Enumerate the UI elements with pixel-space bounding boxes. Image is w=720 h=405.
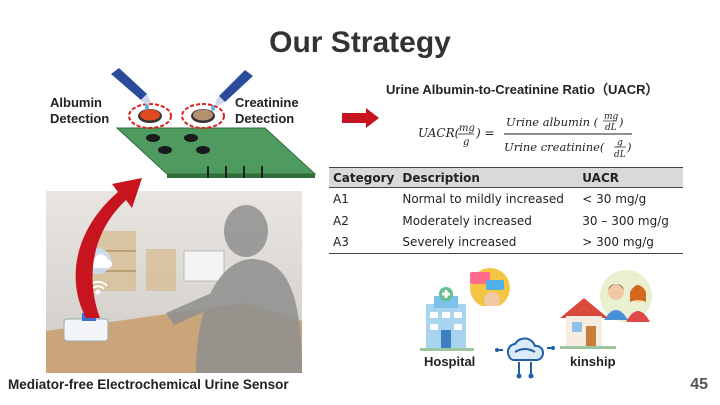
table-row: A3 Severely increased > 300 mg/g	[329, 231, 683, 254]
table-cell-uacr: > 300 mg/g	[578, 231, 683, 254]
formula-num-close: )	[618, 115, 624, 129]
kinship-label: kinship	[570, 354, 616, 369]
sensor-caption: Mediator-free Electrochemical Urine Sens…	[8, 377, 289, 392]
table-cell-description: Normal to mildly increased	[402, 191, 564, 206]
red-right-arrow	[342, 108, 379, 128]
cloud-network-icon	[495, 337, 555, 379]
formula-lhs-num: mg	[459, 123, 475, 134]
table-row: A1 Normal to mildly increased < 30 mg/g	[329, 188, 683, 210]
table-cell-category: A2	[333, 213, 349, 228]
albumin-electrode-ring	[128, 103, 172, 129]
albumin-dropper-icon	[111, 68, 151, 110]
creatinine-label-line2: Detection	[235, 111, 295, 126]
table-header-description: Description	[398, 167, 579, 188]
formula-denominator: Urine creatinine(	[504, 140, 605, 154]
creatinine-dropper-icon	[211, 70, 253, 111]
uacr-formula: UACR( mg g ) = Urine albumin ( mg dL ) U…	[418, 112, 632, 160]
kinship-icon	[560, 270, 652, 349]
creatinine-electrode-ring	[181, 103, 225, 129]
chip-pins	[207, 166, 263, 178]
page-number: 45	[690, 376, 708, 393]
table-cell-uacr: < 30 mg/g	[582, 191, 647, 206]
formula-title: Urine Albumin-to-Creatinine Ratio（UACR）	[386, 82, 659, 97]
formula-lhs: UACR(	[418, 126, 460, 140]
sensor-chip-illustration	[111, 68, 317, 178]
hospital-label: Hospital	[424, 354, 476, 369]
formula-den-unit-num: g	[617, 138, 623, 148]
table-header-uacr: UACR	[578, 167, 683, 188]
table-header-category: Category	[329, 167, 399, 188]
table-cell-uacr: 30 – 300 mg/g	[582, 213, 669, 228]
page-title: Our Strategy	[269, 26, 451, 59]
table-cell-description: Moderately increased	[402, 213, 532, 228]
table-cell-description: Severely increased	[398, 231, 579, 254]
formula-lhs-den: g	[463, 137, 469, 148]
table-row: A2 Moderately increased 30 – 300 mg/g	[329, 210, 683, 232]
formula-num-unit-num: mg	[604, 112, 619, 122]
creatinine-detection-label: Creatinine Detection	[235, 95, 299, 127]
table-cell-category: A1	[333, 191, 349, 206]
albumin-label-line2: Detection	[50, 111, 110, 126]
formula-den-close: )	[626, 140, 632, 154]
uacr-category-table: Category Description UACR A1 Normal to m…	[329, 167, 683, 254]
albumin-label-line1: Albumin	[50, 95, 102, 110]
hospital-icon	[420, 268, 510, 351]
formula-lhs-close: ) =	[475, 126, 495, 140]
formula-num-unit-den: dL	[605, 123, 617, 133]
chip-board	[115, 127, 317, 175]
table-header-row: Category Description UACR	[329, 167, 683, 188]
table-cell-category: A3	[329, 231, 399, 254]
creatinine-label-line1: Creatinine	[235, 95, 299, 110]
formula-den-unit-den: dL	[614, 150, 626, 160]
formula-numerator: Urine albumin (	[506, 115, 599, 129]
red-curved-arrow	[75, 178, 142, 318]
albumin-detection-label: Albumin Detection	[50, 95, 109, 127]
